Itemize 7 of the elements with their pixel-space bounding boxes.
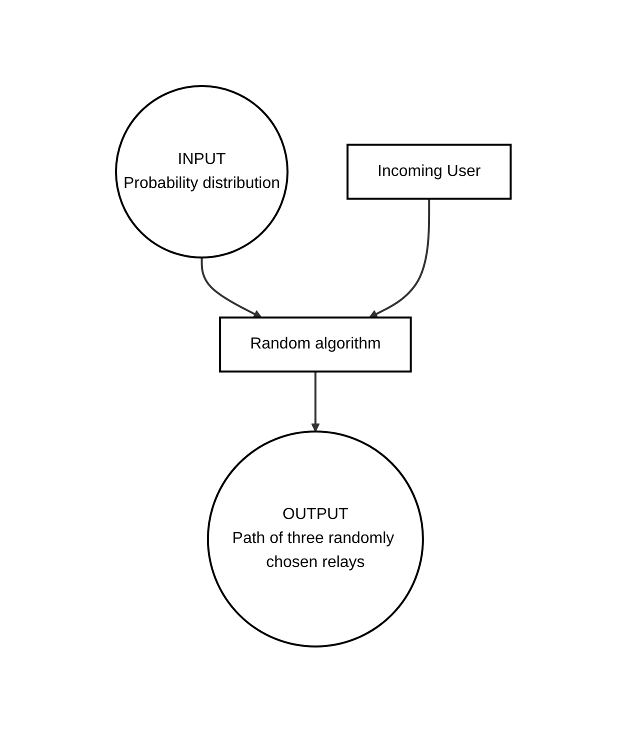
node-box: Incoming User bbox=[346, 144, 512, 200]
arrow bbox=[200, 258, 262, 318]
arrow bbox=[311, 372, 320, 432]
node-circle: OUTPUT Path of three randomly chosen relays bbox=[207, 430, 424, 648]
arrow bbox=[369, 199, 430, 318]
node-box: Random algorithm bbox=[219, 316, 412, 373]
node-circle: INPUT Probability distribution bbox=[115, 85, 289, 259]
